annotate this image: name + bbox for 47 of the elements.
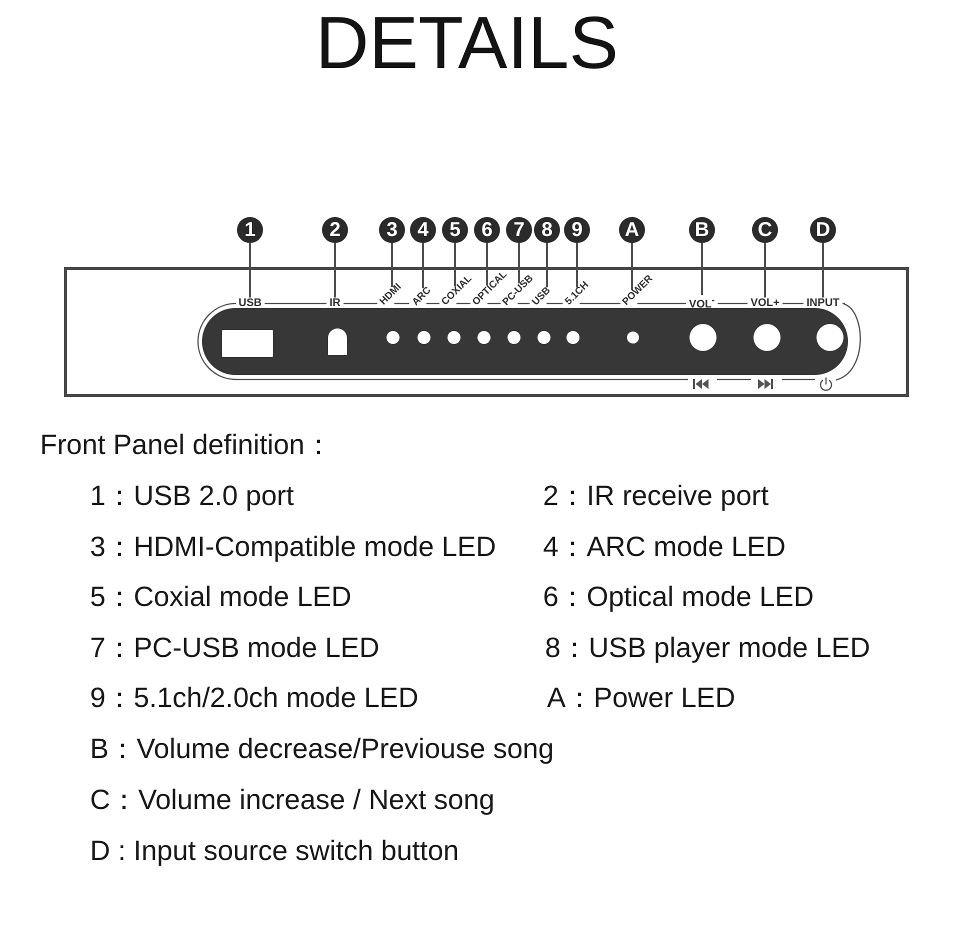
leader-line (391, 243, 393, 288)
callout-number: 9 (564, 217, 590, 243)
leader-line (764, 243, 766, 298)
callout-number: 1 (237, 217, 263, 243)
panel-label: VOL+ (750, 298, 780, 308)
definition-text: B：Volume decrease/Previouse song (90, 732, 554, 766)
callout-number: C (752, 217, 778, 243)
panel-label: VOL$^{-}$ (689, 295, 715, 311)
leader-line (631, 243, 633, 290)
definition-text: 1：USB 2.0 port (90, 479, 294, 514)
definition-text: D : Input source switch button (90, 834, 459, 868)
callout-number: 7 (506, 217, 532, 243)
callout-number: B (689, 217, 715, 243)
callout-number: D (810, 217, 836, 243)
definition-text: 4：ARC mode LED (543, 530, 786, 564)
definition-text: C：Volume increase / Next song (90, 782, 495, 817)
definition-text: A：Power LED (547, 681, 736, 716)
definition-text: 7：PC-USB mode LED (90, 630, 380, 665)
leader-line (334, 243, 336, 298)
definition-text: 8：USB player mode LED (545, 630, 870, 665)
leader-line (518, 243, 520, 284)
front-panel (64, 267, 909, 397)
leader-line (701, 243, 703, 295)
definition-text: 3：HDMI-Compatible mode LED (90, 530, 496, 564)
page-title: DETAILS (316, 0, 618, 86)
leader-line (822, 243, 824, 298)
leader-line (546, 243, 548, 288)
leader-line (486, 243, 488, 286)
definition-text: 9：5.1ch/2.0ch mode LED (90, 681, 418, 716)
panel-label: INPUT (806, 298, 840, 308)
leader-line (454, 243, 456, 286)
callout-number: 5 (442, 217, 468, 243)
leader-line (576, 243, 578, 288)
definition-text: 5：Coxial mode LED (90, 580, 352, 614)
callout-number: 2 (322, 217, 348, 243)
callout-number: 6 (474, 217, 500, 243)
definition-text: 2：IR receive port (543, 479, 769, 514)
definition-text: 6：Optical mode LED (543, 580, 814, 614)
leader-line (249, 243, 251, 298)
callout-number: 3 (379, 217, 405, 243)
callout-number: A (619, 217, 645, 243)
section-heading: Front Panel definition： (40, 428, 333, 462)
callout-number: 4 (410, 217, 436, 243)
callout-number: 8 (534, 217, 560, 243)
panel-label: USB (238, 298, 262, 308)
leader-line (422, 243, 424, 288)
panel-label: IR (330, 298, 340, 308)
